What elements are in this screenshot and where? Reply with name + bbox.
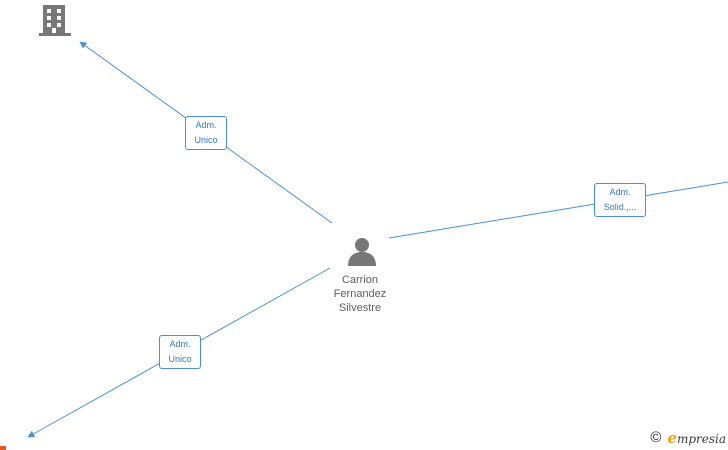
footer-brand: © empresia: [650, 429, 728, 447]
edge-label-line-1: Adm.: [195, 120, 217, 130]
building-icon[interactable]: [39, 5, 71, 36]
person-name-line-1: Carrion: [341, 274, 379, 286]
person-name-label[interactable]: Carrion Fernandez Silvestre: [310, 273, 410, 315]
edge-label-line-2: Unico: [194, 135, 218, 145]
person-icon[interactable]: [348, 238, 376, 266]
edge-line-right: [388, 181, 728, 239]
edge-label-adm-unico-top[interactable]: Adm. Unico: [185, 116, 227, 150]
partial-company-node-icon[interactable]: [0, 446, 6, 450]
brand-initial: e: [667, 429, 677, 447]
empresia-logo[interactable]: empresia: [667, 429, 726, 447]
edge-label-line-2: Unico: [168, 354, 192, 364]
person-name-line-3: Silvestre: [338, 302, 382, 314]
edge-label-line-2: Solid.,...: [603, 202, 637, 212]
edge-label-line-1: Adm.: [169, 339, 191, 349]
edge-label-adm-unico-bottom[interactable]: Adm. Unico: [159, 335, 201, 369]
edge-label-line-1: Adm.: [609, 187, 631, 197]
person-name-line-2: Fernandez: [333, 288, 387, 300]
copyright-icon: ©: [650, 429, 662, 446]
edge-label-adm-solid[interactable]: Adm. Solid.,...: [594, 183, 646, 217]
brand-rest: mpresia: [676, 432, 726, 446]
